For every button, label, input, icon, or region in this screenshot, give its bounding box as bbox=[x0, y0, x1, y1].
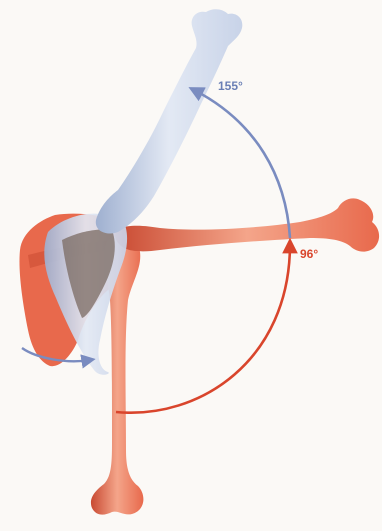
blue-humerus-raised bbox=[96, 9, 243, 233]
label-155-degrees: 155° bbox=[218, 79, 243, 93]
abduction-arc-155 bbox=[194, 90, 290, 238]
label-96-degrees: 96° bbox=[300, 247, 318, 261]
red-humerus-abducted bbox=[115, 198, 379, 251]
abduction-arc-96 bbox=[116, 244, 290, 413]
